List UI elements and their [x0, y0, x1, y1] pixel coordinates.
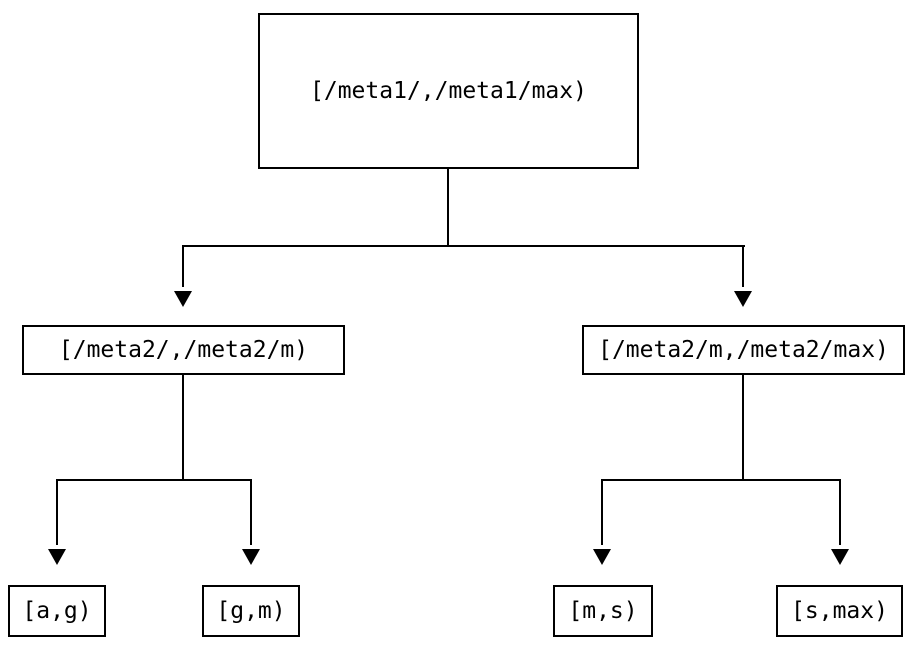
- arrowhead-down-icon: [593, 549, 611, 565]
- node-label: [/meta2/m,/meta2/max): [598, 336, 889, 363]
- arrowhead-down-icon: [48, 549, 66, 565]
- arrowhead-down-icon: [242, 549, 260, 565]
- edge-root-stem: [447, 168, 449, 247]
- node-leaf-a-g: [a,g): [8, 585, 106, 637]
- node-label: [a,g): [22, 597, 92, 624]
- arrowhead-down-icon: [734, 291, 752, 307]
- node-leaf-g-m: [g,m): [202, 585, 300, 637]
- edge-meta2high-crossbar: [601, 479, 841, 481]
- node-meta2-low-range: [/meta2/,/meta2/m): [22, 325, 345, 375]
- edge-meta2high-drop-right: [839, 479, 841, 545]
- edge-root-drop-right: [742, 245, 744, 287]
- edge-root-crossbar: [182, 245, 745, 247]
- arrowhead-down-icon: [831, 549, 849, 565]
- edge-meta2low-drop-right: [250, 479, 252, 545]
- edge-root-drop-left: [182, 245, 184, 287]
- edge-meta2low-crossbar: [56, 479, 252, 481]
- node-label: [s,max): [791, 597, 888, 624]
- node-leaf-m-s: [m,s): [553, 585, 653, 637]
- edge-meta2low-stem: [182, 375, 184, 481]
- node-label: [g,m): [216, 597, 286, 624]
- edge-meta2low-drop-left: [56, 479, 58, 545]
- node-root-meta1-range: [/meta1/,/meta1/max): [258, 13, 639, 169]
- node-label: [/meta1/,/meta1/max): [310, 77, 587, 104]
- node-meta2-high-range: [/meta2/m,/meta2/max): [582, 325, 905, 375]
- edge-meta2high-stem: [742, 375, 744, 481]
- node-leaf-s-max: [s,max): [776, 585, 903, 637]
- node-label: [m,s): [568, 597, 638, 624]
- node-label: [/meta2/,/meta2/m): [58, 336, 309, 363]
- edge-meta2high-drop-left: [601, 479, 603, 545]
- arrowhead-down-icon: [174, 291, 192, 307]
